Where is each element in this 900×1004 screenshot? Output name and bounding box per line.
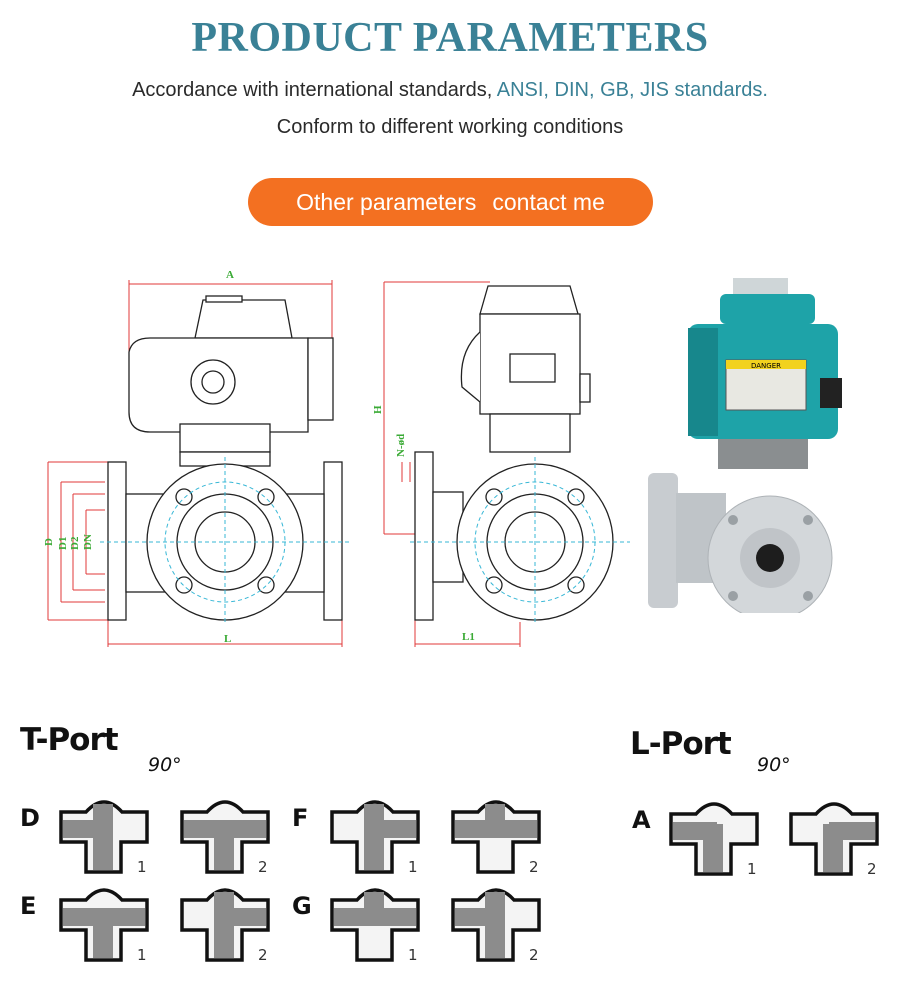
- dim-label-a: A: [226, 269, 234, 281]
- t_port-flow-diagram-icon: [180, 796, 270, 874]
- t_port-position-number: 2: [529, 858, 539, 876]
- t_port-flow-diagram-icon: [330, 884, 420, 962]
- t_port-position-number: 2: [258, 946, 268, 964]
- t_port-flow-diagram-icon: [59, 796, 149, 874]
- t_port-row-label-g: G: [292, 892, 312, 920]
- t_port-position-number: 2: [258, 858, 268, 876]
- t-port-title: T-Port: [20, 722, 119, 758]
- t_port-position-number: 1: [137, 946, 147, 964]
- t_port-row-label-d: D: [20, 804, 40, 832]
- dim-label-d1: D1: [57, 537, 69, 550]
- t-port-angle: 90°: [148, 754, 182, 776]
- conditions-line: Conform to different working conditions: [276, 116, 624, 138]
- t_port-row-label-e: E: [20, 892, 37, 920]
- dim-label-dn: DN: [82, 534, 94, 550]
- danger-label: DANGER: [751, 362, 781, 370]
- t_port-flow-diagram-icon: [330, 796, 420, 874]
- side-view-drawing: H N-ød L1: [372, 281, 630, 647]
- t_port-flow-diagram-icon: [59, 884, 149, 962]
- l-port-angle: 90°: [757, 754, 791, 776]
- t_port-flow-diagram-icon: [451, 884, 541, 962]
- contact-button[interactable]: Other parameters contact me: [248, 178, 653, 226]
- dim-label-l1: L1: [462, 631, 475, 643]
- l_port-position-number: 1: [747, 860, 757, 878]
- t_port-flow-diagram-icon: [451, 796, 541, 874]
- t_port-position-number: 1: [408, 858, 418, 876]
- contact-button-left: Other parameters: [296, 188, 477, 215]
- page-title: PRODUCT PARAMETERS: [191, 15, 709, 61]
- dim-label-l: L: [224, 633, 231, 645]
- standards-prefix: Accordance with international standards,: [132, 79, 493, 101]
- t_port-position-number: 1: [408, 946, 418, 964]
- t_port-row-label-f: F: [292, 804, 309, 832]
- l_port-position-number: 2: [867, 860, 877, 878]
- t_port-position-number: 2: [529, 946, 539, 964]
- dim-label-h: H: [372, 405, 384, 414]
- standards-line: Accordance with international standards,…: [0, 79, 900, 102]
- l_port-flow-diagram-icon: [669, 798, 759, 876]
- t_port-position-number: 1: [137, 858, 147, 876]
- valve-photo: DANGER: [648, 278, 842, 613]
- front-view-drawing: A L D D1 D2 DN: [43, 269, 350, 647]
- t_port-flow-diagram-icon: [180, 884, 270, 962]
- standards-highlight: ANSI, DIN, GB, JIS standards.: [496, 79, 768, 101]
- dim-label-d2: D2: [69, 536, 81, 550]
- dim-label-n-d: N-ød: [395, 434, 407, 457]
- contact-button-right: contact me: [492, 188, 605, 215]
- l-port-title: L-Port: [630, 726, 732, 762]
- l_port-flow-diagram-icon: [789, 798, 879, 876]
- l_port-row-label-a: A: [632, 806, 651, 834]
- dim-label-d: D: [43, 538, 55, 546]
